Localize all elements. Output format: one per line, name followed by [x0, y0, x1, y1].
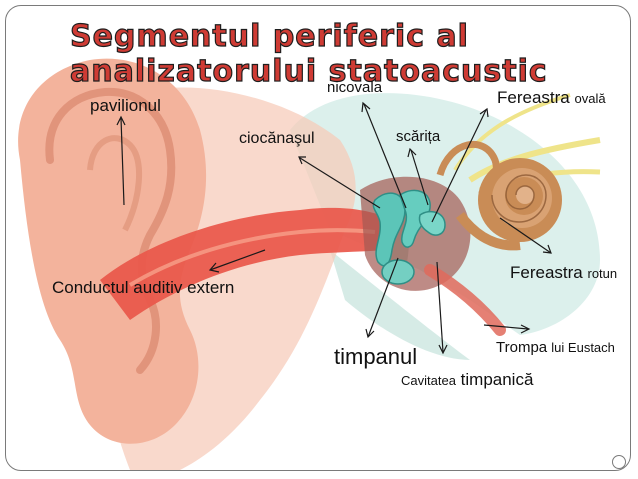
slide-title-line-1: Segmentul periferic al — [70, 20, 469, 54]
label-trompa-main: Trompa — [496, 339, 547, 356]
label-fereastra-rotunda-main: Fereastra — [510, 263, 583, 282]
slide-title-line-2: analizatorului statoacustic — [70, 55, 548, 89]
label-fereastra-rotunda-small: rotun — [587, 266, 617, 281]
label-fereastra-rotunda: Fereastra rotun — [510, 264, 617, 281]
label-fereastra-ovala-main: Fereastra — [497, 88, 570, 107]
label-nicovala: nicovala — [327, 80, 382, 95]
label-cavitatea-main: timpanică — [461, 370, 534, 389]
tympanic-lower — [382, 260, 414, 284]
label-pavilionul: pavilionul — [90, 97, 161, 114]
label-trompa-small: lui Eustach — [551, 340, 615, 355]
label-ciocanasul: ciocănaşul — [239, 131, 315, 147]
label-conductul: Conductul auditiv extern — [52, 279, 234, 296]
label-timpanul: timpanul — [334, 346, 417, 368]
label-scarita: scărița — [396, 129, 440, 144]
label-fereastra-ovala-small: ovală — [574, 91, 605, 106]
label-cavitatea-small: Cavitatea — [401, 373, 456, 388]
label-cavitatea: Cavitatea timpanică — [401, 371, 533, 388]
label-trompa: Trompa lui Eustach — [496, 340, 615, 355]
label-fereastra-ovala: Fereastra ovală — [497, 89, 606, 106]
